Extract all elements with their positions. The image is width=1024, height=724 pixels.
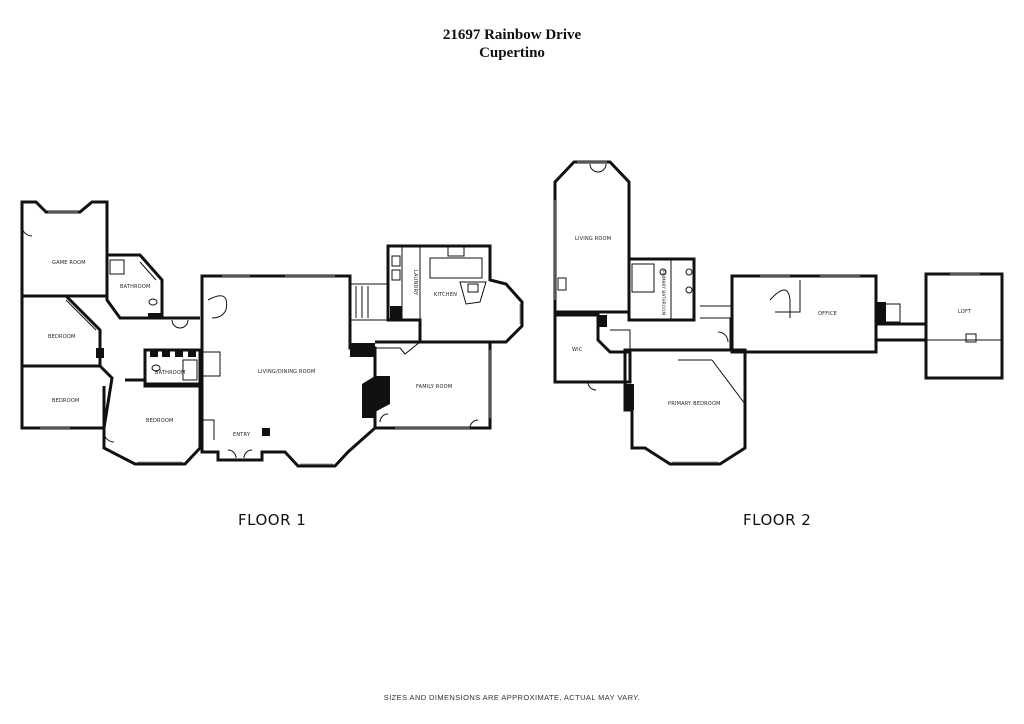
room-label-loft: LOFT bbox=[958, 309, 972, 315]
floor-2-label: FLOOR 2 bbox=[743, 511, 812, 529]
room-label-entry: ENTRY bbox=[233, 432, 251, 438]
room-label-bathroom-upper: BATHROOM bbox=[120, 284, 151, 290]
address-heading: 21697 Rainbow Drive bbox=[442, 27, 582, 43]
disclaimer-text: SIZES AND DIMENSIONS ARE APPROXIMATE, AC… bbox=[383, 693, 641, 702]
room-label-kitchen: KITCHEN bbox=[434, 292, 457, 298]
room-label-office: OFFICE bbox=[818, 311, 837, 317]
room-label-bedroom-upper: BEDROOM bbox=[48, 334, 76, 340]
room-label-living-room: LIVING ROOM bbox=[575, 236, 611, 242]
room-label-wic: WIC bbox=[572, 347, 583, 353]
room-label-laundry: LAUNDRY bbox=[412, 270, 418, 296]
room-label-primary-bathroom: PRIMARY BATHROOM bbox=[661, 270, 666, 315]
floor-2-plan bbox=[553, 160, 1004, 466]
floor-1-label: FLOOR 1 bbox=[238, 511, 307, 529]
city-heading: Cupertino bbox=[479, 45, 545, 61]
floor-1-plan bbox=[20, 200, 524, 468]
room-label-family-room: FAMILY ROOM bbox=[416, 384, 452, 390]
plan-title: 21697 Rainbow Drive Cupertino bbox=[0, 26, 1024, 62]
room-label-hall-bathroom: BATHROOM bbox=[155, 370, 186, 376]
room-label-game-room: GAME ROOM bbox=[52, 260, 86, 266]
room-label-primary-bedroom: PRIMARY BEDROOM bbox=[668, 401, 721, 407]
room-label-bedroom-lower: BEDROOM bbox=[52, 398, 80, 404]
room-label-bedroom-bay: BEDROOM bbox=[146, 418, 174, 424]
room-label-living-dining: LIVING/DINING ROOM bbox=[258, 369, 315, 375]
